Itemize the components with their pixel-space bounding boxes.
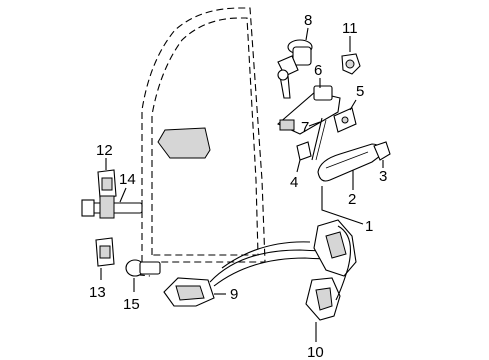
- callout-8: 8: [304, 12, 312, 29]
- side-mirror: [157, 127, 211, 159]
- callout-6: 6: [314, 62, 322, 79]
- assembly-bracket: [321, 186, 364, 225]
- lower-hinge-part: [95, 237, 115, 280]
- callout-13: 13: [89, 284, 106, 301]
- callout-5: 5: [356, 83, 364, 100]
- handle-bracket-part: [333, 99, 357, 133]
- outside-handle-part: [317, 143, 381, 190]
- escutcheon-part: [373, 141, 391, 168]
- door-check-part: [81, 187, 143, 219]
- clip-part: [296, 141, 312, 173]
- callout-7: 7: [301, 119, 309, 136]
- door-latch-assembly-part: [305, 219, 357, 342]
- outside-handle-base-part: [276, 78, 341, 135]
- callout-15: 15: [123, 296, 140, 313]
- callout-3: 3: [379, 168, 387, 185]
- callout-4: 4: [290, 174, 298, 191]
- callout-12: 12: [96, 142, 113, 159]
- upper-hinge-part: [97, 158, 117, 199]
- lock-rod-part: [308, 117, 327, 161]
- callout-1: 1: [365, 218, 373, 235]
- door-outline: [139, 7, 266, 277]
- callout-2: 2: [348, 191, 356, 208]
- inside-handle-part: [163, 277, 226, 307]
- striker-part: [125, 259, 161, 292]
- callout-11: 11: [342, 20, 358, 37]
- callout-9: 9: [230, 286, 238, 303]
- key-cylinder-part: [277, 27, 313, 99]
- callout-14: 14: [119, 171, 136, 188]
- lock-knob-part: [341, 36, 361, 75]
- callout-10: 10: [307, 344, 324, 360]
